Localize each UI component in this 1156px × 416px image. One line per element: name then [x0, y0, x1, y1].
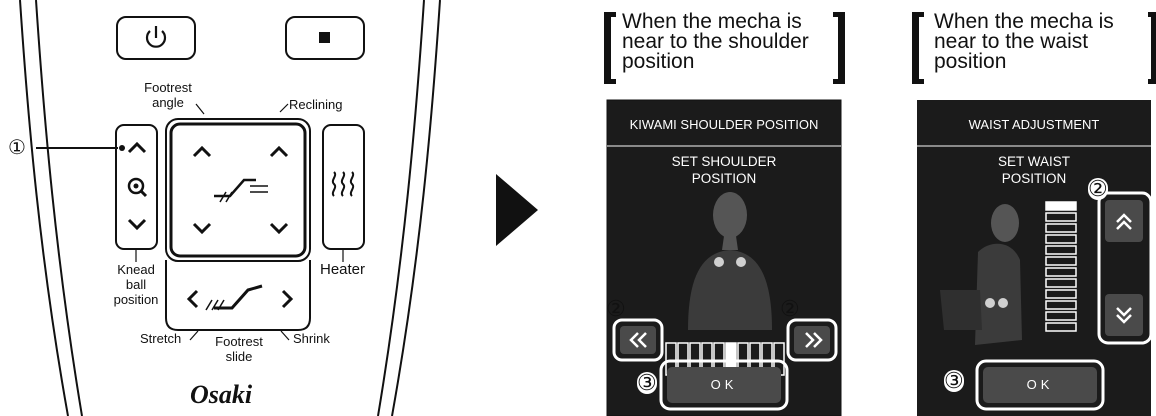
- marker-3-panel-2: ③: [944, 370, 964, 392]
- marker-3-panel-1: ③: [637, 372, 657, 394]
- reclining-label: Reclining: [289, 97, 342, 112]
- footrest-slide-button[interactable]: [166, 260, 310, 330]
- screen-2-subtitle: SET WAIST POSITION: [917, 153, 1151, 187]
- footrest-angle-label: Footrest angle: [128, 80, 208, 110]
- screen-2-title: WAIST ADJUSTMENT: [917, 117, 1151, 132]
- panel-1-caption: When the mecha is near to the shoulder p…: [622, 12, 809, 72]
- power-button[interactable]: [117, 17, 195, 59]
- knead-ball-position-button[interactable]: [116, 125, 157, 249]
- heater-label: Heater: [320, 262, 365, 277]
- marker-2-right: ②: [780, 298, 800, 320]
- chevron-left-icon: [189, 291, 197, 307]
- right-triangle-arrow: [496, 174, 538, 246]
- heater-button[interactable]: [323, 125, 364, 249]
- panel-2-caption: When the mecha is near to the waist posi…: [934, 12, 1114, 72]
- brand-logo: Osaki: [190, 380, 252, 410]
- shrink-label: Shrink: [293, 331, 330, 346]
- ok-label-2[interactable]: OK: [983, 377, 1097, 392]
- screen-1-subtitle: SET SHOULDER POSITION: [607, 153, 841, 187]
- slide-icon: [206, 286, 262, 310]
- reclining-button[interactable]: [166, 119, 310, 261]
- chevron-right-icon: [283, 291, 291, 307]
- stop-button[interactable]: [286, 17, 364, 59]
- screen-1-title: KIWAMI SHOULDER POSITION: [607, 117, 841, 132]
- marker-1: ①: [8, 138, 26, 158]
- stop-icon: [319, 32, 330, 43]
- stretch-label: Stretch: [140, 331, 181, 346]
- footrest-slide-label: Footrest slide: [200, 334, 278, 364]
- marker-2-left: ②: [606, 298, 626, 320]
- marker-2-panel-2: ②: [1088, 178, 1108, 200]
- ok-label-1[interactable]: OK: [667, 377, 781, 392]
- screen-1: [607, 100, 841, 416]
- knead-ball-position-label: Knead ball position: [104, 262, 168, 307]
